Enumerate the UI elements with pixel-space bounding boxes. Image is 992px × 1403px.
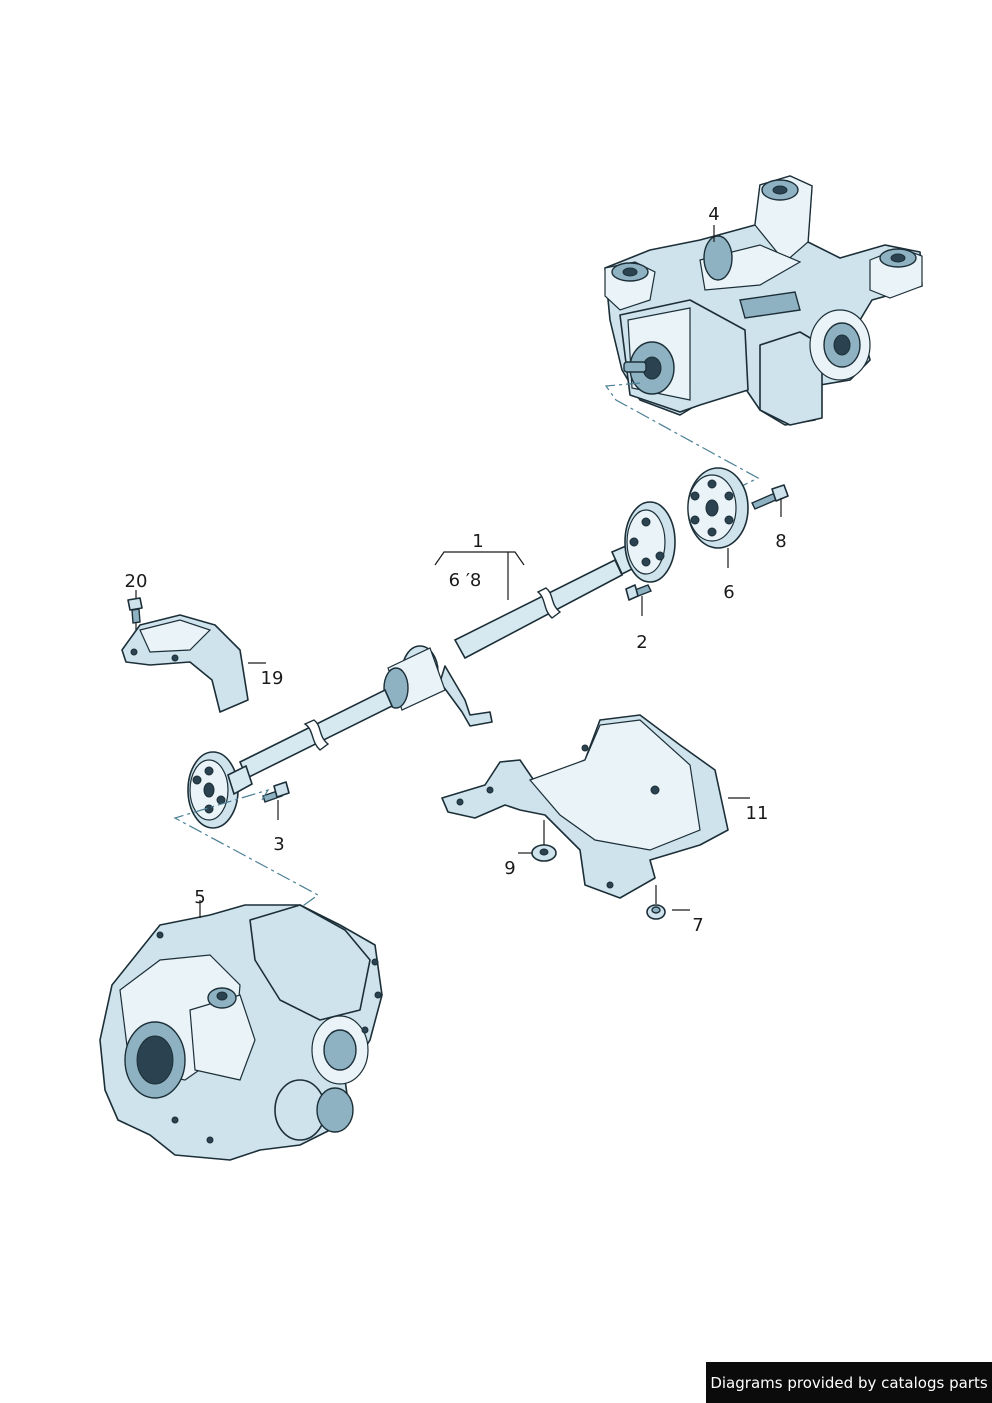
callout-11: 11 bbox=[746, 803, 769, 824]
callout-9: 9 bbox=[504, 858, 515, 879]
leader-lines bbox=[135, 225, 782, 918]
callout-6: 6 bbox=[723, 582, 734, 603]
bolt-part-8 bbox=[751, 484, 789, 510]
callout-8: 8 bbox=[775, 531, 786, 552]
callout-4: 4 bbox=[708, 204, 719, 225]
gearbox-part-5 bbox=[99, 904, 383, 1161]
callout-1-sub: 6 ′8 bbox=[449, 570, 482, 591]
callout-5: 5 bbox=[194, 887, 205, 908]
heat-shield-part-11 bbox=[441, 714, 729, 899]
bolt-part-3 bbox=[262, 781, 290, 803]
callout-7: 7 bbox=[692, 915, 703, 936]
callout-2: 2 bbox=[636, 632, 647, 653]
callout-19: 19 bbox=[261, 668, 284, 689]
screw-part-7 bbox=[646, 885, 666, 920]
alignment-line-1-5 bbox=[173, 788, 320, 909]
rear-differential-part-4 bbox=[604, 175, 923, 426]
heat-shield-part-19 bbox=[121, 614, 249, 713]
bolt-part-2 bbox=[625, 584, 652, 601]
callout-3: 3 bbox=[273, 834, 284, 855]
flex-disc-part-6 bbox=[687, 467, 749, 549]
nut-part-9 bbox=[531, 844, 557, 862]
alignment-line-4-6 bbox=[604, 382, 760, 493]
bolt-part-20 bbox=[127, 597, 143, 640]
leader-1 bbox=[434, 551, 525, 566]
callout-20: 20 bbox=[125, 571, 148, 592]
callout-1: 1 bbox=[472, 531, 483, 552]
credit-banner: Diagrams provided by catalogs parts bbox=[706, 1362, 992, 1403]
callout-labels: 1 6 ′8 2 3 4 5 6 7 8 9 11 19 20 bbox=[125, 204, 787, 936]
